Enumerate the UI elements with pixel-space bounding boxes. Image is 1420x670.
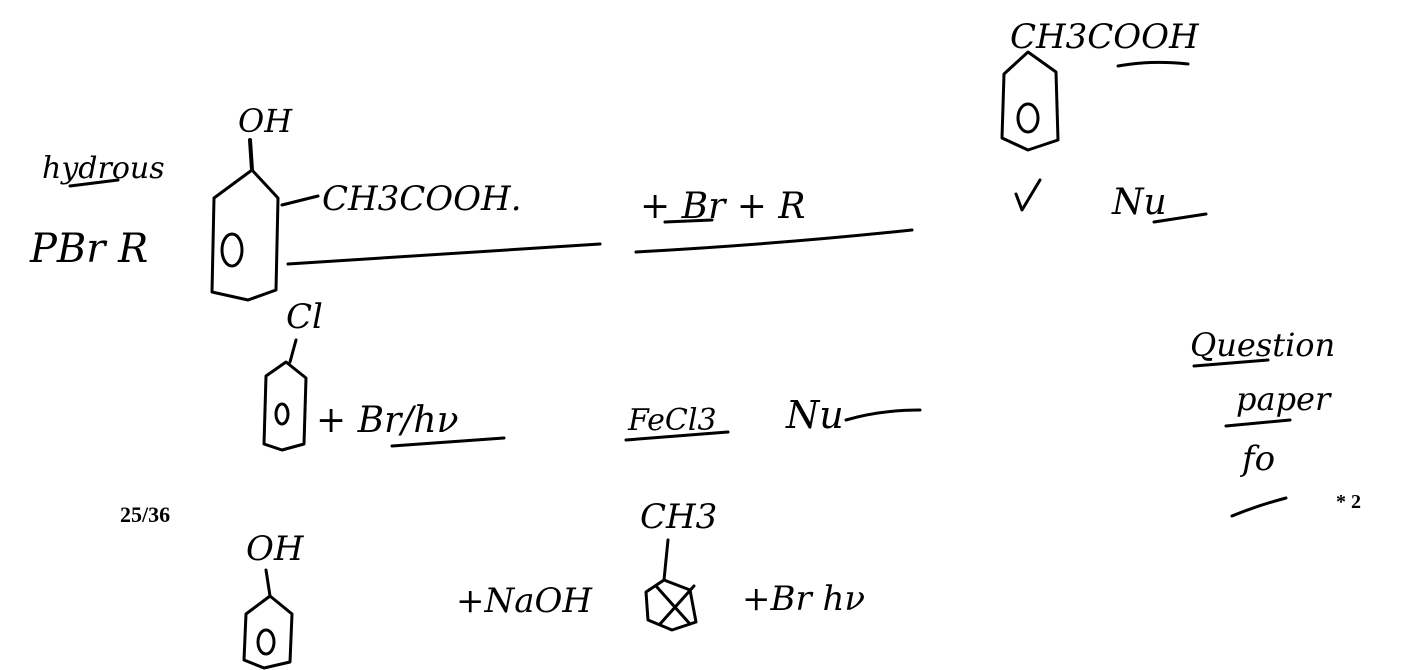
nu-label-top: Nu [1111, 182, 1167, 223]
fecl3-label: FeCl3 [627, 403, 717, 438]
reaction-line-right [634, 228, 914, 254]
ch3cooh-underline [1116, 60, 1190, 68]
ring-side-bond [280, 194, 320, 207]
ring-phenol-upper [210, 168, 280, 302]
br-hv-bottom-label: +Br hν [742, 579, 865, 619]
tick-mark [1014, 178, 1042, 212]
oh-bottom-label: OH [246, 529, 305, 569]
naoh-label: +NaOH [456, 581, 593, 621]
nu-mid-tail [844, 408, 922, 422]
nu-underline [1152, 212, 1208, 224]
ring-phenol-upper-circle [220, 232, 244, 268]
paper-underline [1224, 418, 1292, 428]
ring-toluene-strike [654, 584, 696, 626]
ring-top-right-circle [1016, 102, 1040, 134]
br-underline [663, 218, 714, 224]
ring-phenol-lower [242, 594, 294, 670]
ring-chlorobenzene-circle [274, 402, 290, 426]
question-label: Question [1190, 326, 1335, 364]
br-hv-label: + Br/hν [316, 400, 458, 441]
ch3-bond [662, 538, 670, 582]
hydrous-label: hydrous [42, 151, 165, 186]
ch3-label: CH3 [640, 497, 717, 537]
cl-bond [288, 338, 298, 364]
page-number: 25/36 [120, 502, 170, 527]
oh-bottom-bond [264, 568, 272, 598]
cl-label: Cl [286, 297, 323, 337]
pbr-reagent-label: PBr R [29, 226, 148, 272]
ring-phenol-lower-circle [256, 628, 276, 656]
ch3cooh-mid-label: CH3COOH. [322, 179, 522, 219]
oh-bond [248, 138, 254, 172]
fo-underline [1230, 496, 1288, 518]
footnote-mark: * 2 [1336, 491, 1361, 513]
reaction-line-left [286, 242, 602, 266]
paper-label: paper [1236, 380, 1332, 418]
ring-top-right [1000, 50, 1060, 152]
hydrous-underline [68, 178, 120, 188]
fo-label: fo [1239, 439, 1275, 479]
nu-label-mid: Nu [785, 393, 844, 437]
plus-br-r-label: + Br + R [640, 186, 805, 227]
fecl3-underline [624, 430, 730, 442]
ch3cooh-top-label: CH3COOH [1010, 17, 1200, 57]
br-hv-underline [390, 436, 506, 448]
oh-top-label: OH [238, 102, 293, 140]
ring-chlorobenzene [262, 360, 308, 452]
question-underline [1192, 358, 1270, 368]
